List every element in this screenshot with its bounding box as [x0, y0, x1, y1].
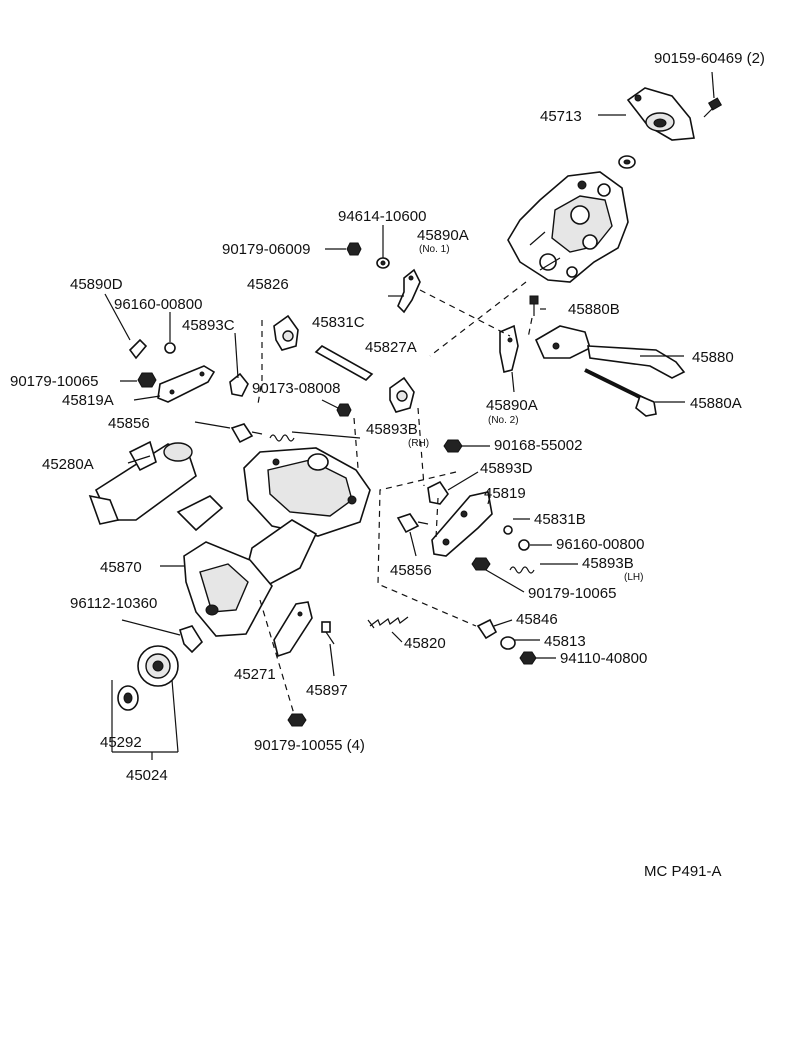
label-45819A: 45819A — [62, 392, 114, 409]
label-45893C: 45893C — [182, 317, 235, 334]
label-45890A-no2: 45890A — [486, 397, 538, 414]
label-45024: 45024 — [126, 767, 168, 784]
label-45856-b: 45856 — [390, 562, 432, 579]
part-45897-pin — [321, 621, 335, 645]
part-45827A-block — [389, 376, 415, 413]
label-45280A: 45280A — [42, 456, 94, 473]
part-45831C-pin — [314, 345, 374, 381]
part-90179-06009-nut — [346, 242, 362, 256]
label-96160-00800-b: 96160-00800 — [556, 536, 644, 553]
part-45893D-piece — [427, 480, 449, 505]
part-96160-clip-b — [518, 539, 530, 551]
label-90179-10055: 90179-10055 (4) — [254, 737, 365, 754]
label-45870: 45870 — [100, 559, 142, 576]
part-90159-screw — [703, 97, 723, 118]
label-90173-08008: 90173-08008 — [252, 380, 340, 397]
label-96160-00800-a: 96160-00800 — [114, 296, 202, 313]
part-94614-nut — [376, 257, 390, 269]
label-94110-40800: 94110-40800 — [560, 650, 647, 667]
part-45819-plate — [431, 491, 493, 557]
part-45890A-no1-lever — [388, 268, 421, 314]
part-45880-tilt-lever — [534, 325, 686, 379]
label-96112-10360: 96112-10360 — [70, 595, 157, 612]
label-45880B: 45880B — [568, 301, 620, 318]
label-45893B-rh: 45893B — [366, 421, 418, 438]
part-45893C-piece — [229, 372, 249, 397]
label-90179-06009: 90179-06009 — [222, 241, 310, 258]
part-main-column — [243, 447, 371, 587]
part-45820-spring — [367, 616, 409, 629]
part-45713-cover — [626, 87, 695, 141]
label-45813: 45813 — [544, 633, 586, 650]
part-90179-10065-nut-b — [471, 557, 491, 571]
part-45890D-clip — [128, 338, 148, 360]
part-45280A-tube — [88, 440, 224, 532]
leader-lines — [104, 71, 715, 760]
label-45271: 45271 — [234, 666, 276, 683]
part-90168-bolt — [443, 439, 463, 453]
label-45897: 45897 — [306, 682, 348, 699]
dashed-assembly-lines — [257, 281, 533, 715]
label-45831B: 45831B — [534, 511, 586, 528]
part-45880A-rod — [584, 368, 657, 417]
part-45819A-arm — [157, 365, 216, 403]
part-45024-bearing — [137, 645, 179, 687]
part-45826-bracket — [273, 314, 299, 351]
part-45856-pin-a — [230, 423, 263, 444]
label-45856-a: 45856 — [108, 415, 150, 432]
part-45880B-bolt — [529, 295, 539, 316]
part-45870-bracket — [183, 541, 273, 637]
label-45893D: 45893D — [480, 460, 533, 477]
label-45827A: 45827A — [365, 339, 417, 356]
label-90168-55002: 90168-55002 — [494, 437, 582, 454]
label-45826: 45826 — [247, 276, 289, 293]
part-45292-ring — [117, 685, 139, 711]
part-washer-top — [618, 155, 636, 169]
label-94614-10600: 94614-10600 — [338, 208, 426, 225]
label-45880A: 45880A — [690, 395, 742, 412]
part-45856-pin-b — [396, 513, 429, 534]
diagram-code: MC P491-A — [644, 863, 722, 880]
part-94110-nut — [519, 651, 537, 665]
part-45893B-rh-spring — [269, 434, 295, 442]
label-45831C: 45831C — [312, 314, 365, 331]
part-45831B-washer — [503, 525, 513, 535]
part-90179-10065-nut-a — [137, 372, 157, 388]
label-45820: 45820 — [404, 635, 446, 652]
label-90159-60469: 90159-60469 (2) — [654, 50, 765, 67]
part-45813-bushing — [500, 636, 516, 650]
label-90179-10065-b: 90179-10065 — [528, 585, 616, 602]
label-45893B-lh-sub: (LH) — [624, 572, 643, 583]
label-45890A-no1-sub: (No. 1) — [419, 244, 450, 255]
label-45890A-no1: 45890A — [417, 227, 469, 244]
part-90173-nut — [336, 403, 352, 417]
part-45893B-lh-spring — [509, 566, 535, 574]
label-45880: 45880 — [692, 349, 734, 366]
part-upper-housing — [507, 171, 629, 283]
label-45819: 45819 — [484, 485, 526, 502]
label-45890A-no2-sub: (No. 2) — [488, 415, 519, 426]
part-labels: 90159-60469 (2) 45713 94614-10600 90179-… — [10, 50, 765, 880]
part-90179-10055-nut — [287, 713, 307, 727]
part-96160-clip-a — [164, 342, 176, 354]
label-45713: 45713 — [540, 108, 582, 125]
label-45846: 45846 — [516, 611, 558, 628]
part-45890A-no2-lever — [499, 324, 519, 373]
label-45893B-rh-sub: (RH) — [408, 438, 429, 449]
label-90179-10065-a: 90179-10065 — [10, 373, 98, 390]
part-96112-clip — [179, 625, 204, 654]
label-45292: 45292 — [100, 734, 142, 751]
label-45890D: 45890D — [70, 276, 123, 293]
part-45846-pin — [476, 618, 498, 640]
label-45893B-lh: 45893B — [582, 555, 634, 572]
part-45271-bracket — [273, 601, 313, 658]
